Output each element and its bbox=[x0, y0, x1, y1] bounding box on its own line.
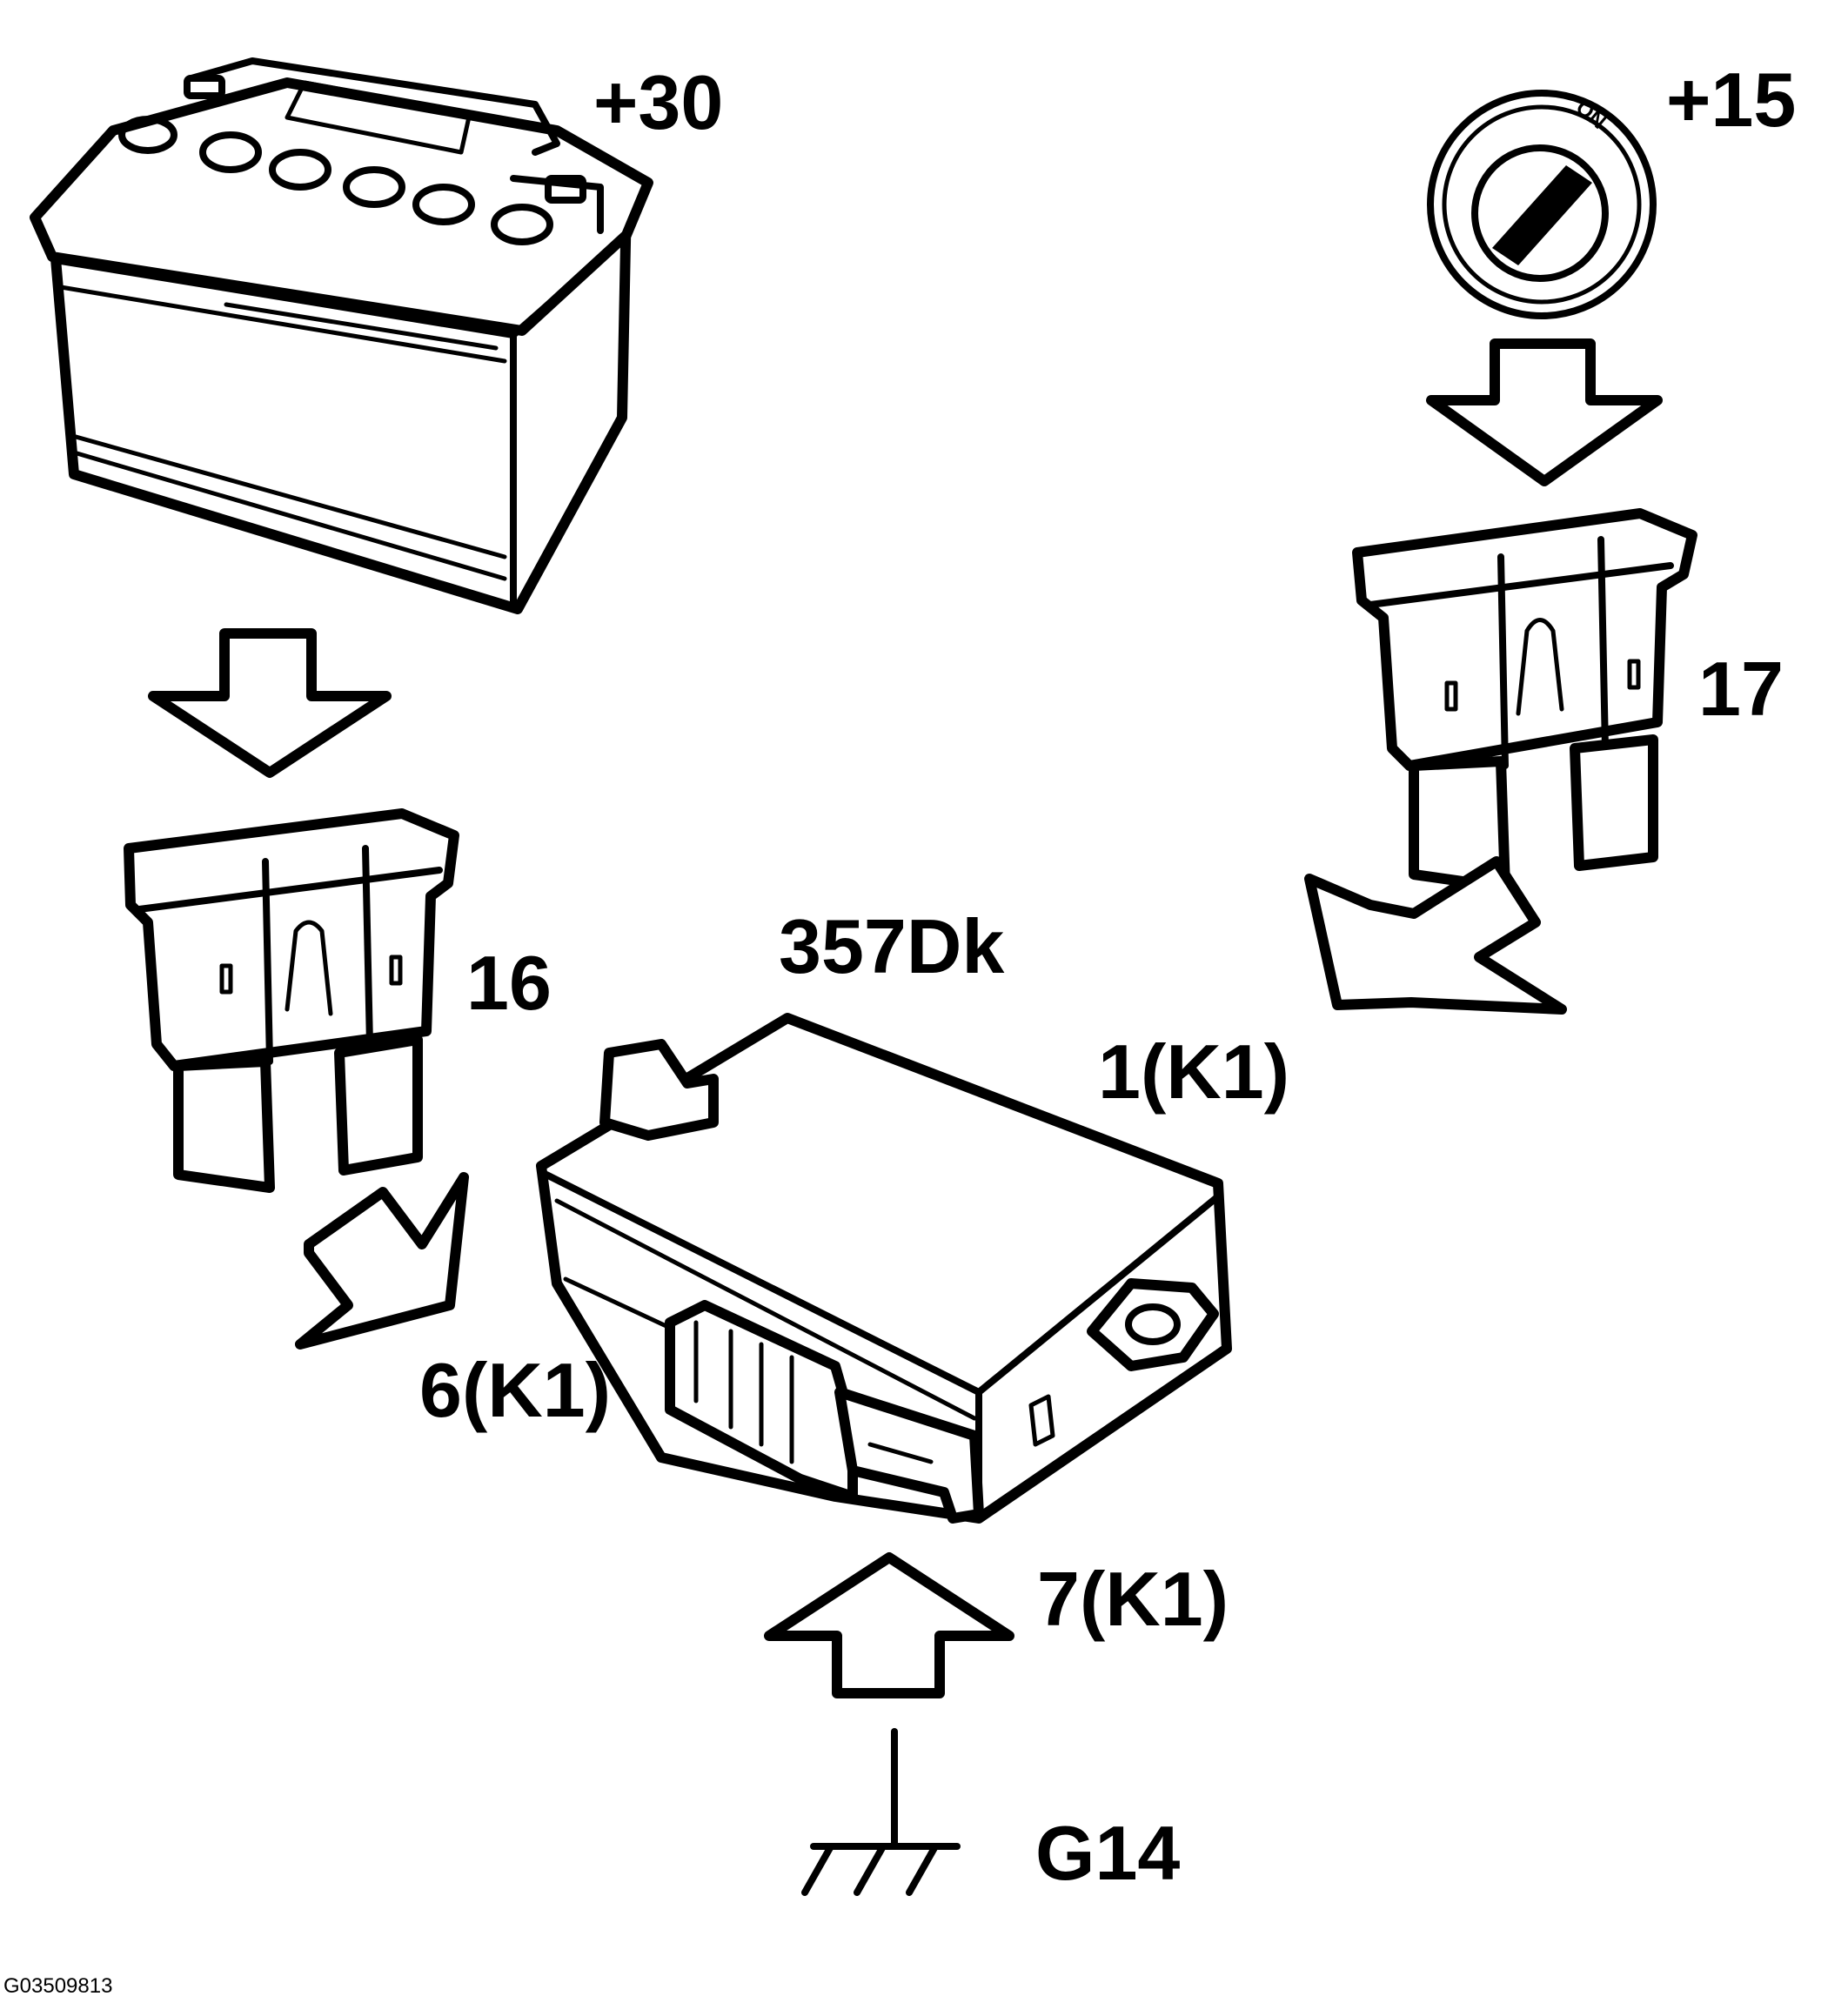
ground-label: G14 bbox=[1035, 1810, 1180, 1896]
pin-7-label: 7(K1) bbox=[1037, 1556, 1229, 1642]
hollow-arrow-icon bbox=[764, 1552, 1014, 1698]
hollow-arrow-icon bbox=[1426, 338, 1663, 486]
figure-code-label: G03509813 bbox=[3, 1974, 112, 1998]
ignition-terminal-label: +15 bbox=[1666, 57, 1796, 143]
battery-icon bbox=[30, 57, 653, 614]
module-label: 357Dk bbox=[779, 903, 1005, 989]
battery-terminal-label: +30 bbox=[593, 59, 723, 145]
hollow-arrow-icon bbox=[1304, 856, 1567, 1015]
fuse-17-label: 17 bbox=[1698, 646, 1784, 732]
pin-6-label: 6(K1) bbox=[419, 1347, 611, 1433]
hollow-arrow-icon bbox=[295, 1172, 469, 1350]
pin-1-label: 1(K1) bbox=[1098, 1028, 1289, 1115]
fuse-16-label: 16 bbox=[466, 940, 552, 1026]
hollow-arrow-icon bbox=[148, 628, 392, 778]
control-module-icon bbox=[536, 1013, 1232, 1524]
blade-fuse-icon bbox=[1352, 508, 1697, 893]
blade-fuse-icon bbox=[124, 808, 459, 1193]
ignition-switch-icon: ON bbox=[1427, 90, 1657, 319]
ground-symbol-icon bbox=[801, 1728, 961, 1896]
